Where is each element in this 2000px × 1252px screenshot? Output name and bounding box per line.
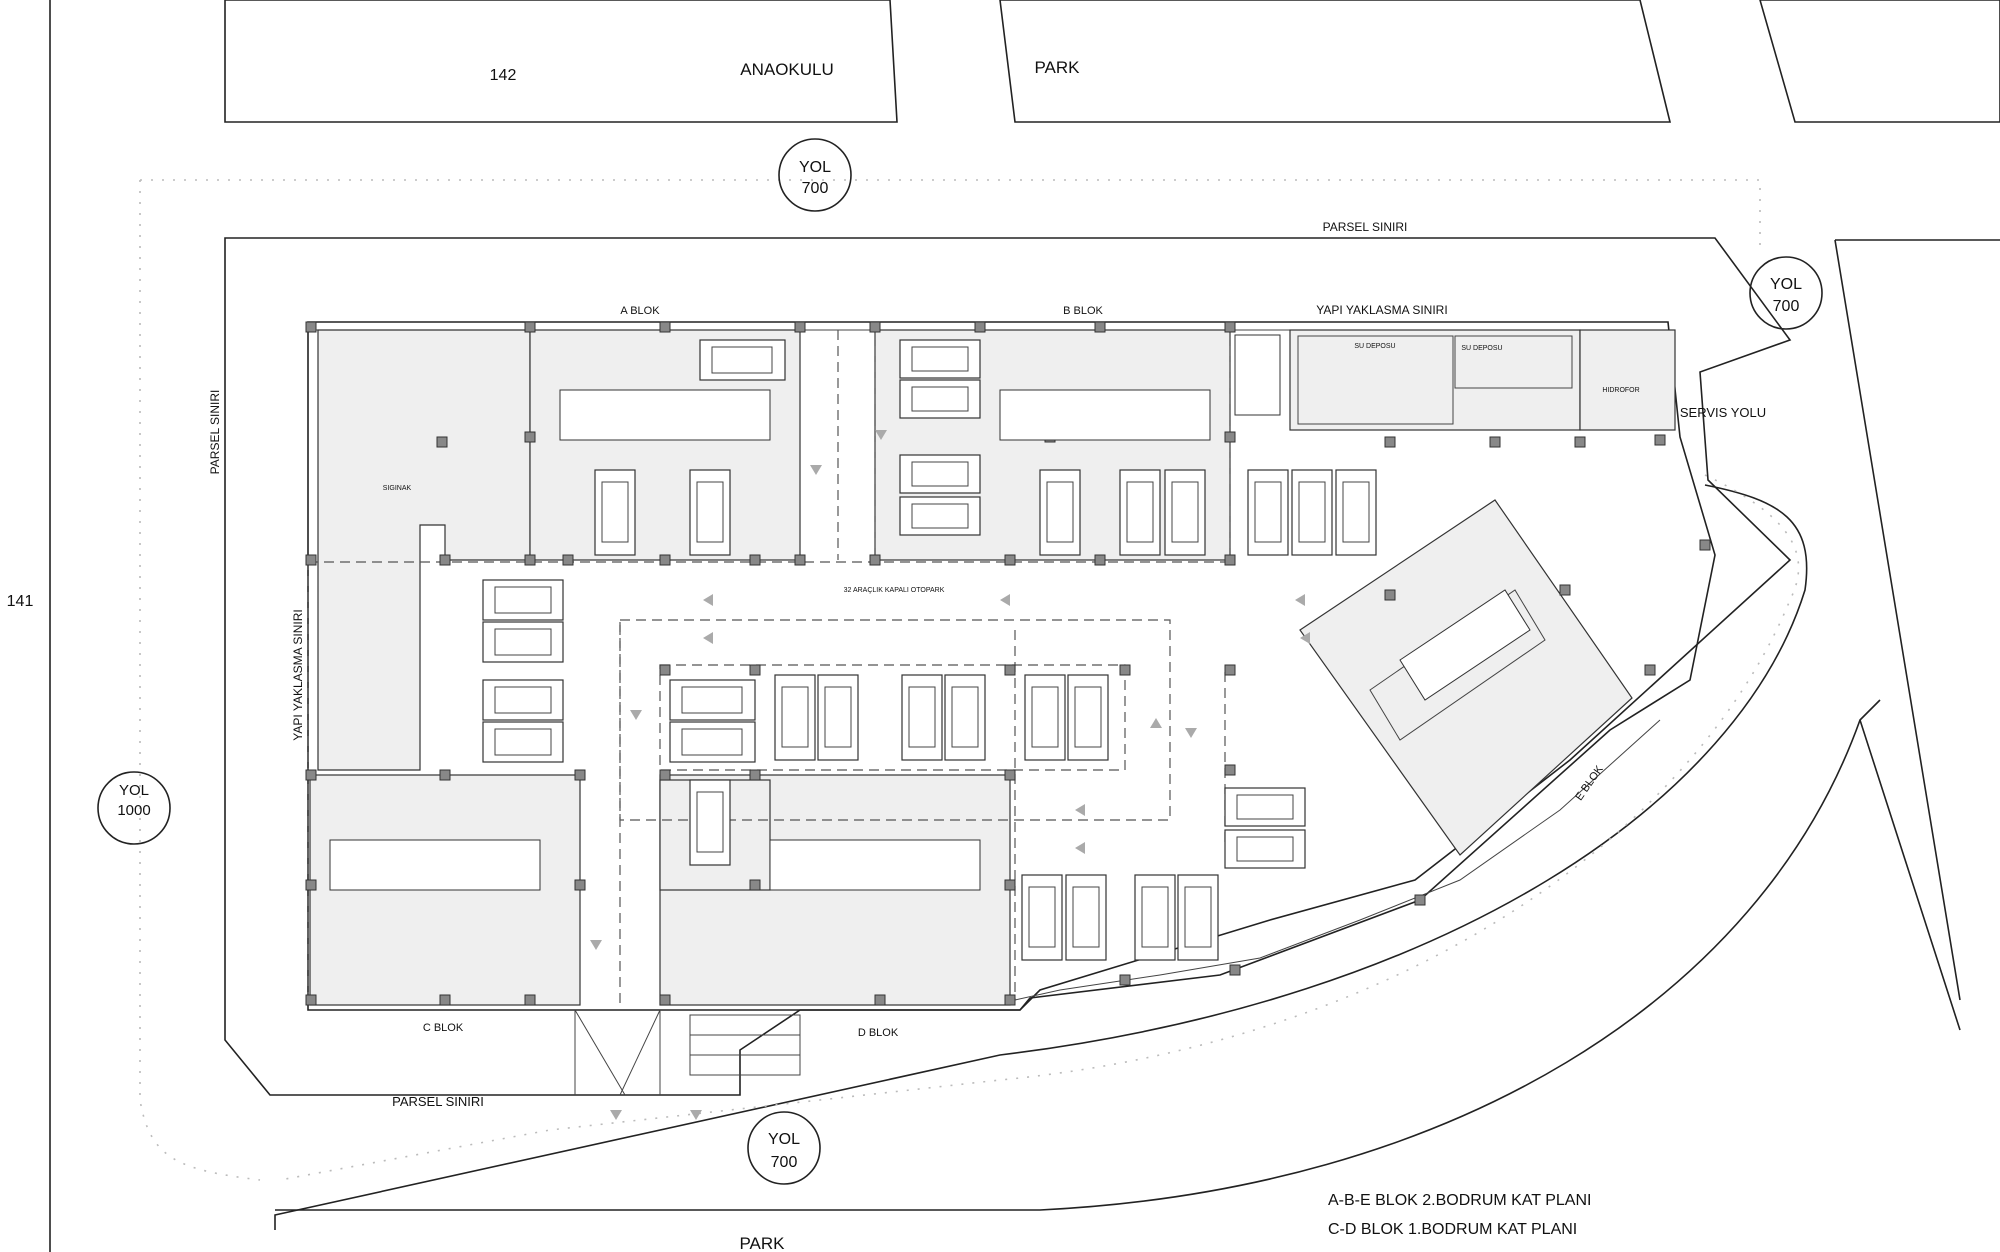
- structural-columns: [305, 321, 1711, 1006]
- label-yapi-yaklasma-top: YAPI YAKLASMA SINIRI: [1316, 303, 1447, 317]
- neighbor-lots: [49, 0, 2000, 1252]
- car-space: [669, 679, 756, 721]
- traffic-arrows: [590, 430, 1310, 1120]
- label-park-bottom: PARK: [739, 1234, 785, 1252]
- label-parsel-siniri-bottom: PARSEL SINIRI: [392, 1094, 484, 1109]
- drawing-title-line1: A-B-E BLOK 2.BODRUM KAT PLANI: [1328, 1192, 1591, 1209]
- parking-spaces: [482, 339, 1377, 961]
- car-space: [899, 496, 981, 536]
- car-space: [1024, 674, 1066, 761]
- hidrofor-room: [1579, 329, 1676, 431]
- stair-cores: [329, 389, 1531, 891]
- label-parsel-siniri-left: PARSEL SINIRI: [208, 390, 222, 475]
- car-space: [482, 579, 564, 621]
- parcel-boundary: [224, 237, 1792, 1096]
- car-space: [689, 779, 731, 866]
- car-space: [699, 339, 786, 381]
- car-space: [1039, 469, 1081, 556]
- water-tank-room: [1289, 329, 1581, 431]
- road-dotted-outline: [139, 179, 1800, 1181]
- label-a-blok: A BLOK: [620, 305, 660, 317]
- car-space: [944, 674, 986, 761]
- car-space: [594, 469, 636, 556]
- road-marker-right: [1749, 256, 1823, 330]
- road-label-bottom: YOL: [768, 1131, 800, 1148]
- car-space: [901, 674, 943, 761]
- car-space: [774, 674, 816, 761]
- label-anaokulu: ANAOKULU: [740, 60, 834, 79]
- label-servis-yolu: SERVIS YOLU: [1680, 405, 1766, 420]
- label-c-blok: C BLOK: [423, 1022, 464, 1034]
- parcel-number-142: 142: [490, 67, 517, 84]
- stair-east: [1234, 334, 1281, 416]
- label-siginak: SIGINAK: [383, 485, 412, 492]
- car-space: [1065, 874, 1107, 961]
- car-space: [1224, 787, 1306, 827]
- label-otopark: 32 ARAÇLIK KAPALI OTOPARK: [844, 587, 945, 594]
- car-space: [1164, 469, 1206, 556]
- road-width-left: 1000: [117, 802, 150, 819]
- road-marker-top: [778, 138, 852, 212]
- car-space: [899, 454, 981, 494]
- parcel-number-141: 141: [7, 593, 34, 610]
- car-space: [1335, 469, 1377, 556]
- drawing-title-line2: C-D BLOK 1.BODRUM KAT PLANI: [1328, 1221, 1577, 1238]
- car-space: [899, 379, 981, 419]
- car-space: [1119, 469, 1161, 556]
- label-su-deposu-2: SU DEPOSU: [1461, 345, 1502, 352]
- car-space: [482, 721, 564, 763]
- label-parsel-siniri-top: PARSEL SINIRI: [1323, 220, 1408, 234]
- road-width-top: 700: [802, 180, 829, 197]
- road-label-top: YOL: [799, 159, 831, 176]
- label-b-blok: B BLOK: [1063, 305, 1103, 317]
- car-space: [669, 721, 756, 763]
- car-space: [1177, 874, 1219, 961]
- label-park-top: PARK: [1034, 58, 1080, 77]
- label-yapi-yaklasma-left: YAPI YAKLASMA SINIRI: [291, 609, 305, 740]
- car-space: [1021, 874, 1063, 961]
- entrance-ramp: [574, 1009, 801, 1096]
- car-space: [1134, 874, 1176, 961]
- label-d-blok: D BLOK: [858, 1027, 899, 1039]
- car-space: [689, 469, 731, 556]
- road-label-left: YOL: [119, 782, 149, 799]
- label-su-deposu-1: SU DEPOSU: [1354, 343, 1395, 350]
- car-space: [1224, 829, 1306, 869]
- car-space: [482, 621, 564, 663]
- road-marker-left: [97, 771, 171, 845]
- car-space: [1291, 469, 1333, 556]
- car-space: [1067, 674, 1109, 761]
- car-space: [817, 674, 859, 761]
- car-space: [482, 679, 564, 721]
- car-space: [1247, 469, 1289, 556]
- e-block-core: [1299, 499, 1633, 856]
- road-marker-bottom: [747, 1111, 821, 1185]
- label-hidrofor: HIDROFOR: [1602, 387, 1639, 394]
- label-e-blok: E BLOK: [1573, 763, 1606, 803]
- road-width-bottom: 700: [771, 1154, 798, 1171]
- road-width-right: 700: [1773, 298, 1800, 315]
- road-label-right: YOL: [1770, 276, 1802, 293]
- car-space: [899, 339, 981, 379]
- road-edges: [274, 484, 1961, 1230]
